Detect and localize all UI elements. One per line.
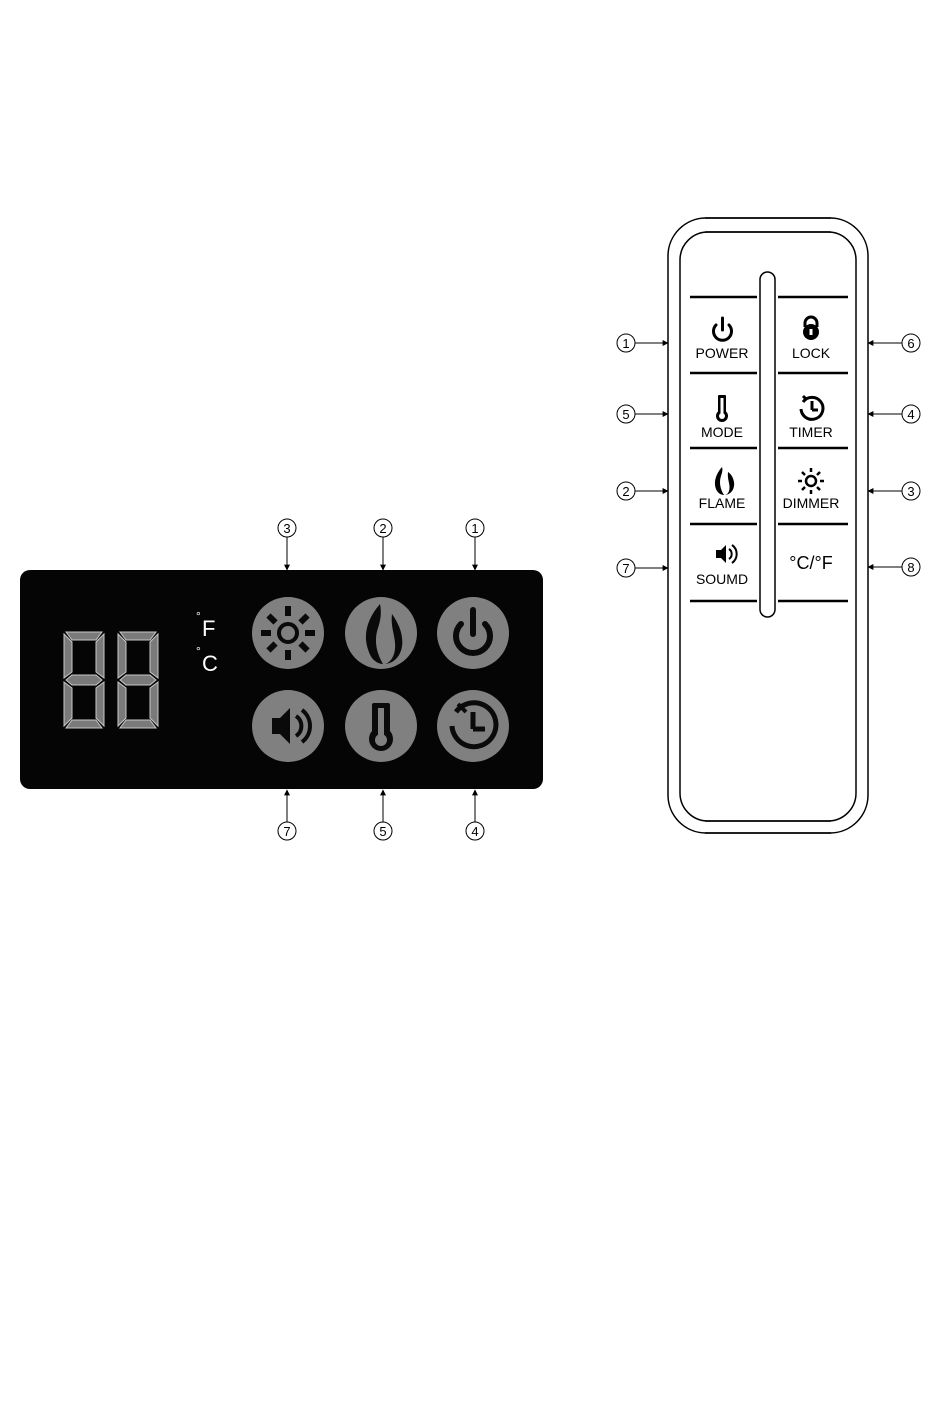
remote-callout-mode-number: 5 xyxy=(622,407,629,422)
lock-icon xyxy=(803,317,819,340)
unit-f-label: F xyxy=(202,616,215,641)
remote-callout-flame: 2 xyxy=(617,482,668,500)
remote-flame-button[interactable]: FLAME xyxy=(699,467,746,511)
remote-dimmer-button[interactable]: DIMMER xyxy=(783,468,840,511)
panel-timer-button[interactable] xyxy=(437,690,509,762)
remote-flame-label: FLAME xyxy=(699,495,746,511)
remote-callout-sound-number: 7 xyxy=(622,561,629,576)
control-panel: ° F ° C xyxy=(20,519,543,840)
remote-callout-mode: 5 xyxy=(617,405,668,423)
panel-flame-button[interactable] xyxy=(345,597,417,669)
remote-unit-toggle-button[interactable]: °C/°F xyxy=(789,553,832,573)
unit-f-degree: ° xyxy=(196,609,201,623)
panel-sound-button[interactable] xyxy=(252,690,324,762)
remote-outer-body xyxy=(668,218,868,833)
unit-c-label: C xyxy=(202,651,218,676)
remote-control xyxy=(668,218,868,833)
callout-timer-number: 4 xyxy=(471,824,478,839)
callout-mode-number: 5 xyxy=(379,824,386,839)
remote-sound-button[interactable]: SOUMD xyxy=(696,545,748,587)
timer-icon xyxy=(801,396,823,419)
callout-power-number: 1 xyxy=(471,521,478,536)
remote-callout-timer-number: 4 xyxy=(907,407,914,422)
remote-callout-lock-number: 6 xyxy=(907,336,914,351)
remote-mode-label: MODE xyxy=(701,424,743,440)
remote-callout-dimmer-number: 3 xyxy=(907,484,914,499)
power-icon xyxy=(713,318,731,340)
callout-flame-number: 2 xyxy=(379,521,386,536)
callout-dimmer: 3 xyxy=(278,519,296,570)
remote-center-divider xyxy=(760,272,775,617)
thermometer-icon xyxy=(369,703,393,751)
remote-mode-button[interactable]: MODE xyxy=(701,395,743,440)
panel-mode-button[interactable] xyxy=(345,690,417,762)
remote-lock-button[interactable]: LOCK xyxy=(792,317,831,361)
remote-timer-label: TIMER xyxy=(789,424,833,440)
remote-callouts: 1 5 2 7 6 4 3 xyxy=(617,334,920,577)
remote-callout-power: 1 xyxy=(617,334,668,352)
remote-unit-toggle-label: °C/°F xyxy=(789,553,832,573)
callout-dimmer-number: 3 xyxy=(283,521,290,536)
callout-sound: 7 xyxy=(278,790,296,840)
remote-power-label: POWER xyxy=(696,345,749,361)
panel-power-button[interactable] xyxy=(437,597,509,669)
callout-power: 1 xyxy=(466,519,484,570)
remote-power-button[interactable]: POWER xyxy=(696,318,749,361)
remote-callout-flame-number: 2 xyxy=(622,484,629,499)
unit-c-degree: ° xyxy=(196,644,201,658)
callout-sound-number: 7 xyxy=(283,824,290,839)
speaker-icon xyxy=(716,545,737,563)
callout-mode: 5 xyxy=(374,790,392,840)
remote-timer-button[interactable]: TIMER xyxy=(789,396,833,440)
remote-lock-label: LOCK xyxy=(792,345,831,361)
remote-inner-body xyxy=(680,232,856,821)
remote-callout-sound: 7 xyxy=(617,559,668,577)
remote-callout-unit-toggle: 8 xyxy=(868,558,920,576)
panel-dimmer-button[interactable] xyxy=(252,597,324,669)
remote-callout-dimmer: 3 xyxy=(868,482,920,500)
remote-callout-lock: 6 xyxy=(868,334,920,352)
callout-flame: 2 xyxy=(374,519,392,570)
sun-icon xyxy=(798,468,824,494)
remote-dimmer-label: DIMMER xyxy=(783,495,840,511)
remote-callout-timer: 4 xyxy=(868,405,920,423)
remote-callout-power-number: 1 xyxy=(622,336,629,351)
remote-sound-label: SOUMD xyxy=(696,571,748,587)
thermometer-icon xyxy=(716,395,728,422)
callout-timer: 4 xyxy=(466,790,484,840)
remote-callout-unit-toggle-number: 8 xyxy=(907,560,914,575)
remote-buttons: POWER LOCK MODE xyxy=(696,317,840,587)
flame-icon xyxy=(715,467,734,495)
